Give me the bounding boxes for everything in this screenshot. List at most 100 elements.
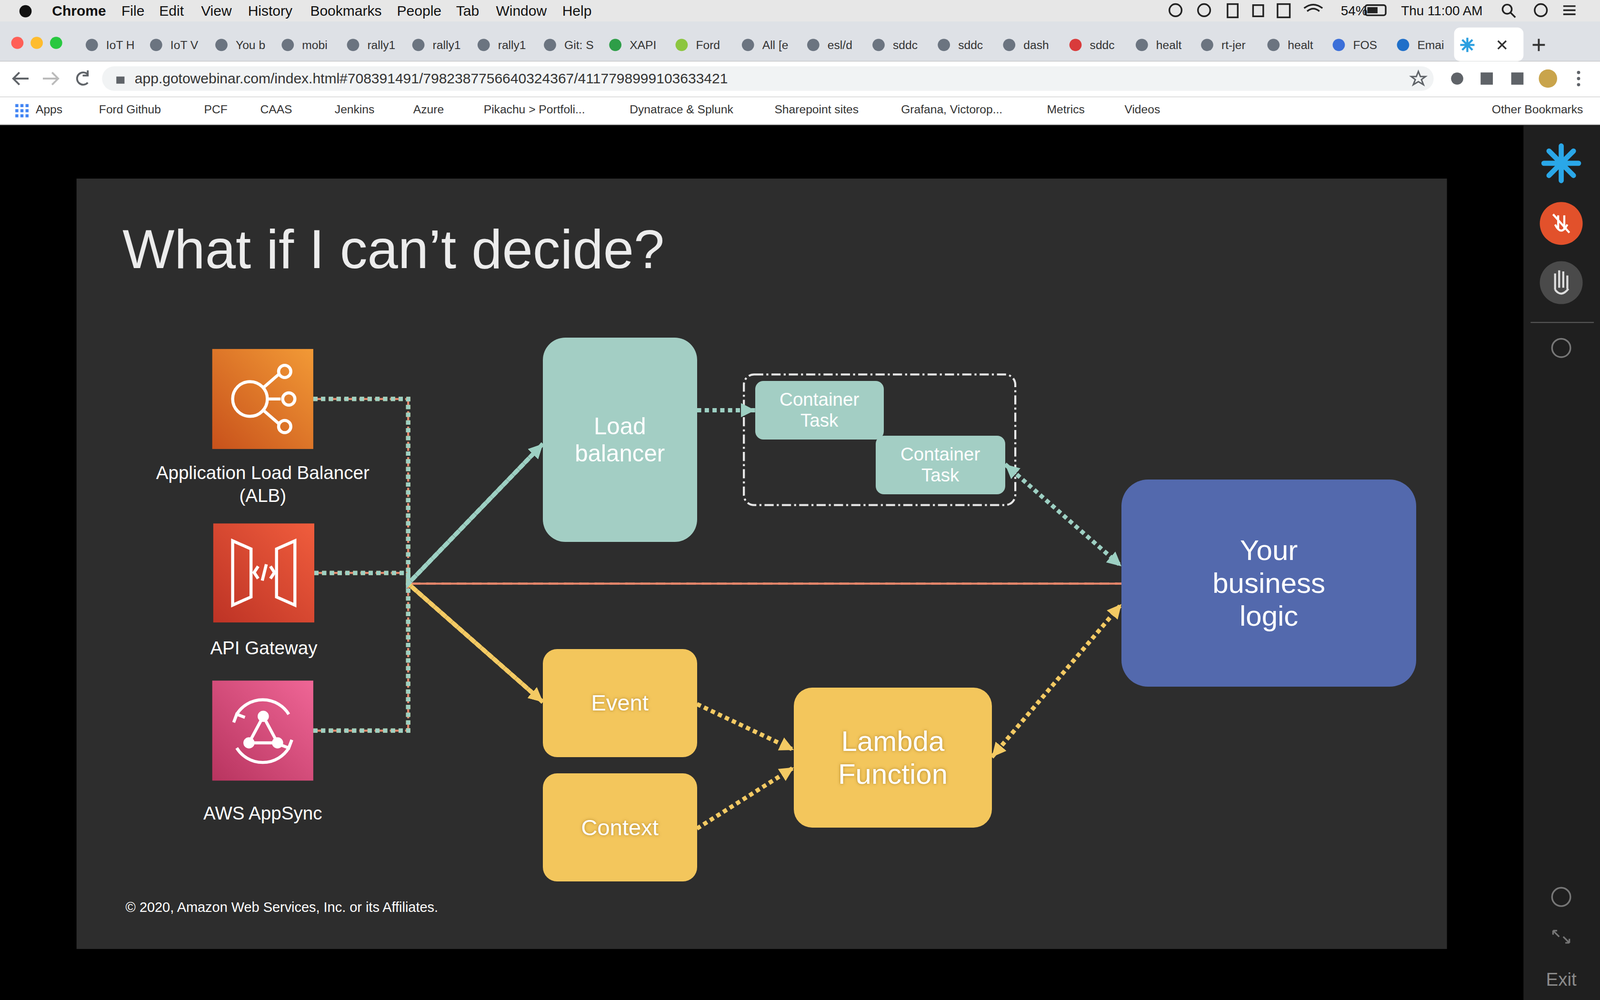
lambda-path-arrow bbox=[313, 583, 543, 731]
panel-divider bbox=[1530, 321, 1594, 323]
apple-logo bbox=[19, 5, 32, 18]
box-label: Context bbox=[581, 814, 659, 841]
context-box: Context bbox=[542, 773, 698, 882]
lambda-path-arrow bbox=[697, 767, 795, 829]
load-balancer-box: Load balancer bbox=[542, 337, 698, 542]
bar-divider bbox=[0, 123, 1600, 125]
menu-item: Window bbox=[495, 2, 547, 20]
tab-title: sddc bbox=[1090, 38, 1115, 53]
box-label: Lambda Function bbox=[806, 724, 980, 791]
bookmark-text: Dynatrace & Splunk bbox=[629, 102, 734, 117]
business-logic-box: Your business logic bbox=[1121, 479, 1417, 687]
bookmark-text: Ford Github bbox=[99, 102, 161, 117]
active-tab-icon bbox=[1460, 37, 1475, 52]
tab-close bbox=[1498, 40, 1507, 50]
lambda-path-arrow bbox=[697, 704, 795, 750]
star-icon bbox=[1411, 71, 1426, 85]
menu-item: People bbox=[397, 2, 442, 20]
container-path-arrow bbox=[313, 399, 543, 584]
alb-symbol bbox=[232, 365, 296, 433]
omnibox bbox=[101, 66, 1434, 91]
hand-icon bbox=[1555, 270, 1569, 294]
webinar-background bbox=[0, 125, 1600, 1000]
hand-button bbox=[1540, 261, 1583, 305]
bookmark-text: CAAS bbox=[260, 102, 292, 117]
status-icons bbox=[1169, 4, 1576, 18]
help-icon bbox=[1551, 338, 1571, 358]
mic-button bbox=[1540, 201, 1583, 245]
info-icon bbox=[1551, 887, 1571, 907]
bookmark-text: Sharepoint sites bbox=[774, 102, 859, 117]
menu-bar bbox=[0, 0, 1600, 22]
tab-title: IoT V bbox=[170, 38, 199, 53]
container-task-box: Container Task bbox=[875, 435, 1006, 495]
bookmark-text: Metrics bbox=[1047, 102, 1085, 117]
toolbar bbox=[0, 61, 1600, 98]
tab-title: IoT H bbox=[106, 38, 135, 53]
menu-item: View bbox=[200, 2, 232, 20]
direct-path-line bbox=[314, 572, 1122, 584]
menu-item: File bbox=[121, 2, 145, 20]
zoom-light bbox=[50, 36, 63, 50]
bookmarks-bar bbox=[0, 97, 1600, 125]
nav-buttons bbox=[13, 70, 88, 85]
battery-level bbox=[1367, 7, 1378, 14]
lock-icon bbox=[116, 76, 125, 84]
tab-title: rally1 bbox=[432, 38, 461, 53]
alb-icon bbox=[212, 349, 314, 450]
bookmark-text: Pikachu > Portfoli... bbox=[483, 102, 586, 117]
active-tab bbox=[1454, 27, 1524, 62]
tab-favicons bbox=[85, 38, 1410, 51]
service-icon: Application Load Balancer (ALB) bbox=[212, 349, 314, 450]
bookmark-text: Grafana, Victorop... bbox=[900, 102, 1003, 117]
service-name: Application Load Balancer (ALB) bbox=[130, 461, 396, 508]
apps-grid bbox=[15, 104, 29, 118]
tab-title: sddc bbox=[958, 38, 983, 53]
service-name: AWS AppSync bbox=[130, 801, 396, 825]
bookmark-text: Videos bbox=[1124, 102, 1160, 117]
menu-item: Bookmarks bbox=[310, 2, 382, 20]
api-gateway-icon bbox=[213, 523, 315, 623]
status-text: 54% bbox=[1340, 2, 1368, 19]
box-label: Your business logic bbox=[1187, 533, 1351, 633]
container-group bbox=[743, 374, 1016, 505]
container-path-arrow bbox=[313, 443, 543, 731]
tab-title: Git: S bbox=[564, 38, 594, 53]
bookmark-text: Apps bbox=[35, 102, 63, 117]
copyright-caption: © 2020, Amazon Web Services, Inc. or its… bbox=[125, 899, 439, 916]
bookmark-text: Jenkins bbox=[334, 102, 375, 117]
tab-bar bbox=[0, 21, 1600, 62]
tab-title: healt bbox=[1287, 38, 1313, 53]
lambda-path-arrow bbox=[313, 399, 543, 702]
tab-title: sddc bbox=[892, 38, 918, 53]
lambda-path-arrow bbox=[314, 572, 543, 702]
status-text: Thu 11:00 AM bbox=[1400, 2, 1483, 19]
box-label: Container Task bbox=[886, 443, 995, 487]
tab-title: rally1 bbox=[367, 38, 396, 53]
mic-icon bbox=[1552, 214, 1570, 233]
url-text: app.gotowebinar.com/index.html#708391491… bbox=[134, 70, 729, 88]
tab-title: rt-jer bbox=[1221, 38, 1246, 53]
minimize-light bbox=[30, 36, 43, 50]
tab-title: rally1 bbox=[498, 38, 527, 53]
tab-title: healt bbox=[1156, 38, 1182, 53]
appsync-symbol bbox=[233, 700, 292, 763]
lambda-function-box: Lambda Function bbox=[793, 687, 992, 828]
service-name: API Gateway bbox=[130, 636, 397, 660]
menu-item: Edit bbox=[159, 2, 184, 20]
tab-title: XAPI bbox=[629, 38, 657, 53]
menu-item: Help bbox=[562, 2, 592, 20]
close-light bbox=[11, 36, 24, 50]
tab-title: All [e bbox=[762, 38, 789, 53]
expand-icon bbox=[1552, 930, 1570, 943]
tab-title: Ford bbox=[695, 38, 720, 53]
exit-button: Exit bbox=[1545, 968, 1577, 991]
gotowebinar-logo bbox=[1543, 145, 1579, 181]
appsync-icon bbox=[212, 680, 314, 781]
tab-title: Emai bbox=[1417, 38, 1444, 53]
bookmark-text: Other Bookmarks bbox=[1491, 102, 1584, 117]
tab-title: dash bbox=[1023, 38, 1049, 53]
event-box: Event bbox=[542, 649, 698, 758]
